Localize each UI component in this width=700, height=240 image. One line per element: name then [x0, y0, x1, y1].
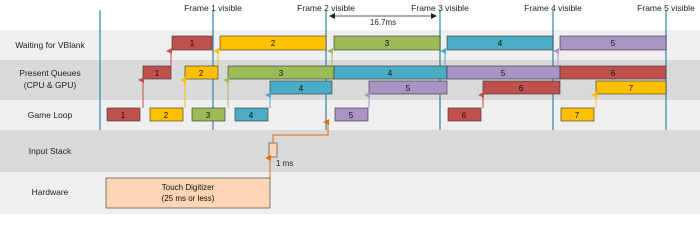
present-top-box-2: [184, 65, 219, 80]
vblank-box-2: [219, 35, 327, 51]
present-top-box-5-label: 5: [501, 69, 506, 78]
touch-digitizer-label: Touch Digitizer: [162, 183, 215, 192]
present-top-box-1: [142, 65, 172, 80]
present-bottom-box-4-label: 4: [299, 84, 304, 93]
frame-label-3: Frame 3 visible: [411, 3, 469, 13]
lane-label-present-sub: (CPU & GPU): [24, 80, 77, 90]
vblank-box-3: [333, 35, 441, 51]
vblank-box-3-label: 3: [385, 39, 390, 48]
touch-digitizer-box: [105, 177, 271, 209]
present-top-box-2-label: 2: [199, 69, 204, 78]
gameloop-box-2: [149, 107, 184, 122]
lane-label-input: Input Stack: [29, 146, 72, 156]
present-bottom-box-6-label: 6: [519, 84, 524, 93]
gameloop-boxes: 1 2 3 4 5 6 7: [106, 107, 595, 122]
frame-label-2: Frame 2 visible: [297, 3, 355, 13]
vblank-box-1-label: 1: [190, 39, 195, 48]
input-stack-event: [268, 142, 278, 158]
present-top-boxes: 1 2 3 4 5 6: [142, 65, 667, 80]
gameloop-box-4: [234, 107, 269, 122]
lane-label-hardware: Hardware: [32, 187, 69, 197]
present-bottom-boxes: 4 5 6 7: [269, 80, 667, 95]
vblank-box-5: [559, 35, 667, 51]
gameloop-box-5-label: 5: [349, 111, 354, 120]
present-bottom-box-7-label: 7: [629, 84, 634, 93]
gameloop-box-7-label: 7: [575, 111, 580, 120]
gameloop-box-2-label: 2: [164, 111, 169, 120]
vblank-box-4-label: 4: [498, 39, 503, 48]
input-latency-label: 1 ms: [276, 159, 293, 168]
present-bottom-box-6: [482, 80, 561, 95]
frame-label-4: Frame 4 visible: [524, 3, 582, 13]
gameloop-box-3-label: 3: [206, 111, 211, 120]
flow-arrows: [138, 48, 597, 108]
frame-label-5: Frame 5 visible: [637, 3, 695, 13]
hardware-lane-band: [0, 172, 700, 214]
lane-label-vblank: Waiting for VBlank: [15, 40, 85, 50]
present-top-box-4-label: 4: [388, 69, 393, 78]
touch-digitizer-sublabel: (25 ms or less): [162, 194, 215, 203]
present-top-box-3-label: 3: [279, 69, 284, 78]
vblank-box-4: [446, 35, 554, 51]
gameloop-box-7: [560, 107, 595, 122]
lane-label-present: Present Queues: [19, 68, 80, 78]
gameloop-box-5: [334, 107, 369, 122]
gameloop-box-6: [447, 107, 482, 122]
vblank-boxes: 1 2 3 4 5: [171, 35, 667, 51]
present-bottom-box-5-label: 5: [406, 84, 411, 93]
present-bottom-box-7: [595, 80, 667, 95]
present-top-box-1-label: 1: [155, 69, 160, 78]
lane-label-gameloop: Game Loop: [28, 110, 73, 120]
vblank-box-1: [171, 35, 213, 51]
present-top-box-6: [559, 65, 667, 80]
vblank-box-2-label: 2: [271, 39, 276, 48]
gameloop-box-3: [191, 107, 226, 122]
gameloop-box-1: [106, 107, 141, 122]
gameloop-box-6-label: 6: [462, 111, 467, 120]
vblank-box-5-label: 5: [611, 39, 616, 48]
input-lane-band: [0, 130, 700, 172]
frame-pipeline-diagram: Waiting for VBlank Present Queues (CPU &…: [0, 3, 700, 214]
gameloop-box-4-label: 4: [249, 111, 254, 120]
present-bottom-box-4: [269, 80, 333, 95]
present-bottom-box-5: [368, 80, 448, 95]
input-to-gameloop-arrow: [272, 119, 329, 143]
present-top-box-6-label: 6: [611, 69, 616, 78]
gameloop-box-1-label: 1: [121, 111, 126, 120]
frame-label-1: Frame 1 visible: [184, 3, 242, 13]
interval-label: 16.7ms: [370, 18, 396, 27]
